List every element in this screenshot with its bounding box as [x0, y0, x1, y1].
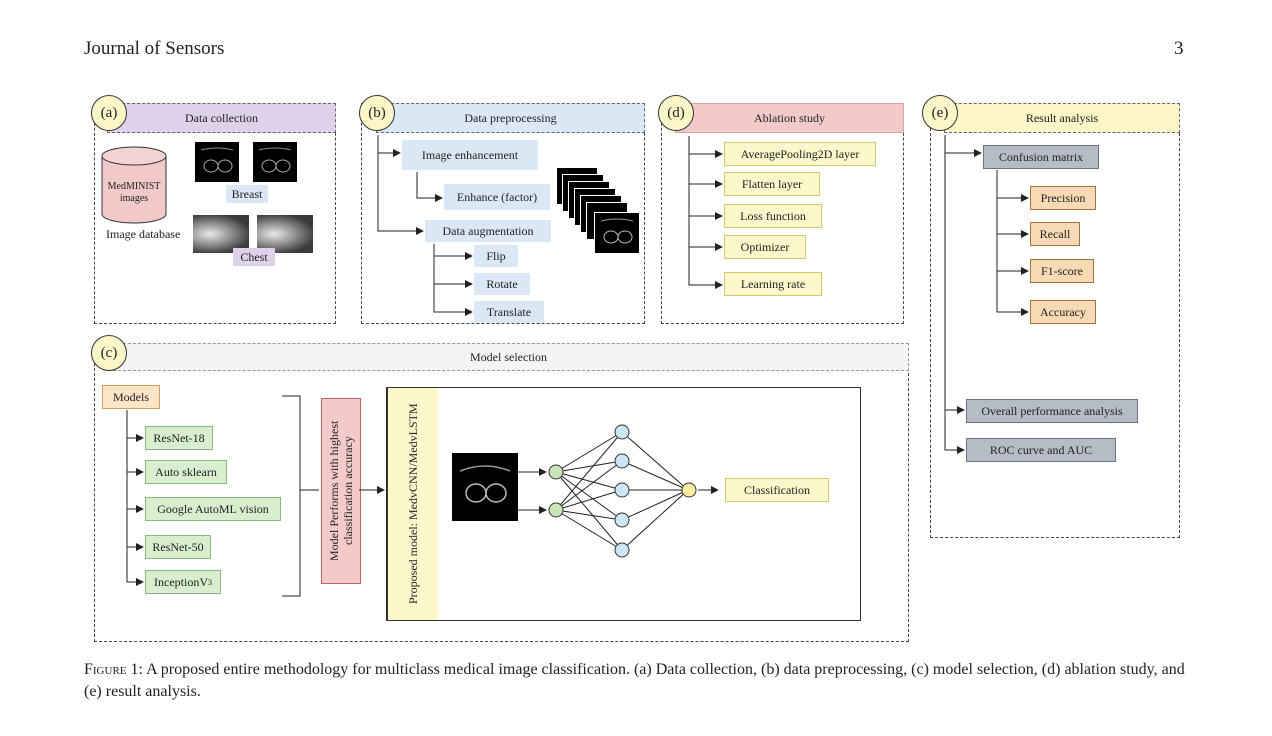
- panel-c-title: Model selection: [108, 343, 909, 371]
- database-icon: [101, 146, 167, 224]
- database-caption: Image database: [106, 227, 181, 241]
- model-inception-name: InceptionV: [154, 574, 208, 589]
- panel-a-label: (a): [91, 95, 127, 131]
- confusion-matrix-box: Confusion matrix: [983, 145, 1099, 169]
- caption-text: A proposed entire methodology for multic…: [84, 661, 1185, 700]
- figure-label: Figure 1:: [84, 661, 143, 678]
- journal-title: Journal of Sensors: [84, 38, 225, 59]
- aug-flip: Flip: [474, 245, 518, 267]
- aug-rotate: Rotate: [474, 273, 530, 295]
- panel-e-label: (e): [922, 95, 958, 131]
- metric-recall: Recall: [1030, 222, 1080, 246]
- ablation-learning-rate: Learning rate: [724, 272, 822, 296]
- page-number: 3: [1174, 38, 1184, 59]
- model-resnet50: ResNet-50: [145, 535, 211, 559]
- breast-image-2: [253, 142, 297, 182]
- model-inception-sub: 3: [207, 577, 212, 587]
- ablation-averagepooling: AveragePooling2D layer: [724, 142, 876, 166]
- breast-image-1: [195, 142, 239, 182]
- data-augmentation-box: Data augmentation: [425, 220, 551, 242]
- proposed-model-frame: [386, 387, 861, 621]
- neural-network-diagram: [518, 424, 718, 558]
- database-label: MedMINIST images: [107, 181, 161, 204]
- figure-caption: Figure 1: A proposed entire methodology …: [84, 659, 1188, 703]
- panel-d-label: (d): [658, 95, 694, 131]
- proposed-model-box: Proposed model: MedvCNN/MedvLSTM: [387, 388, 438, 620]
- panel-b-title: Data preprocessing: [376, 103, 645, 133]
- panel-a-title: Data collection: [107, 103, 336, 133]
- model-resnet18: ResNet-18: [145, 426, 213, 450]
- overall-performance-box: Overall performance analysis: [966, 399, 1138, 423]
- ablation-loss-function: Loss function: [724, 204, 822, 228]
- panel-c-label: (c): [91, 335, 127, 371]
- ablation-optimizer: Optimizer: [724, 235, 806, 259]
- panel-d-title: Ablation study: [675, 103, 904, 133]
- models-label-box: Models: [102, 385, 160, 409]
- chest-image-1: [193, 215, 249, 253]
- metric-accuracy: Accuracy: [1030, 300, 1096, 324]
- ablation-flatten: Flatten layer: [724, 172, 820, 196]
- chest-image-2: [257, 215, 313, 253]
- enhance-factor-box: Enhance (factor): [444, 184, 550, 210]
- roc-auc-box: ROC curve and AUC: [966, 438, 1116, 462]
- model-google-automl: Google AutoML vision: [145, 497, 281, 521]
- metric-f1-score: F1-score: [1030, 259, 1094, 283]
- panel-b-label: (b): [359, 95, 395, 131]
- classification-box: Classification: [725, 478, 829, 502]
- model-auto-sklearn: Auto sklearn: [145, 460, 227, 484]
- highest-accuracy-box: Model Performs with highest classificati…: [321, 398, 361, 584]
- panel-e-title: Result analysis: [944, 103, 1180, 133]
- aug-translate: Translate: [474, 301, 544, 323]
- image-enhancement-box: Image enhancement: [402, 140, 538, 170]
- metric-precision: Precision: [1030, 186, 1096, 210]
- input-breast-image: [452, 453, 518, 521]
- breast-label: Breast: [226, 185, 268, 203]
- chest-label: Chest: [233, 248, 275, 266]
